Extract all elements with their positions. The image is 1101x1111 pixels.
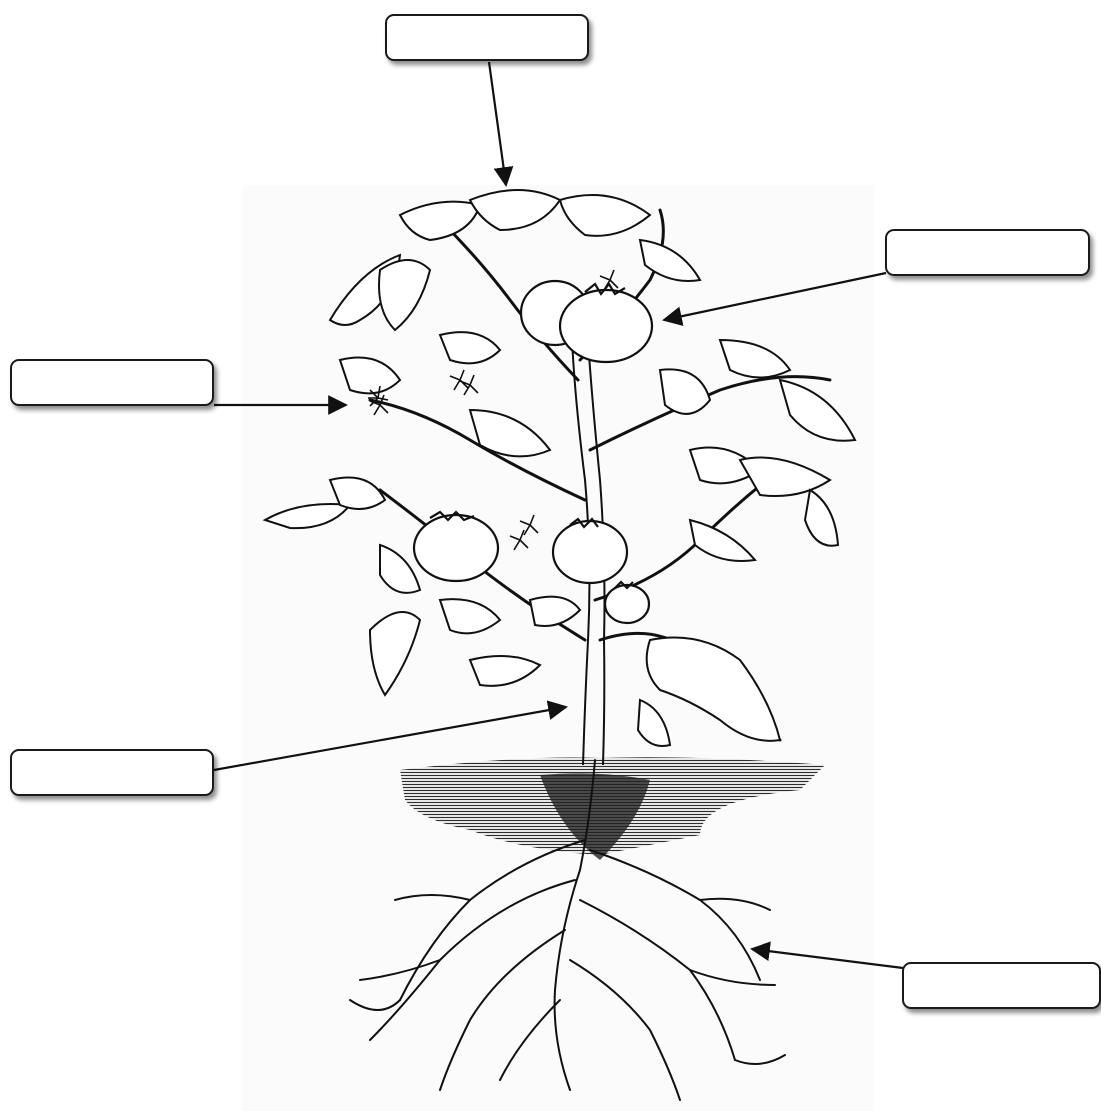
label-box-stem[interactable] <box>10 749 214 796</box>
label-box-fruit[interactable] <box>885 229 1090 276</box>
fruit <box>414 515 498 581</box>
fruit <box>605 585 649 623</box>
fruit <box>553 521 627 583</box>
fruit <box>560 290 652 362</box>
label-box-flower[interactable] <box>10 359 214 406</box>
label-box-roots[interactable] <box>902 962 1101 1009</box>
label-box-top[interactable] <box>385 14 589 61</box>
arrow-top <box>489 62 506 185</box>
